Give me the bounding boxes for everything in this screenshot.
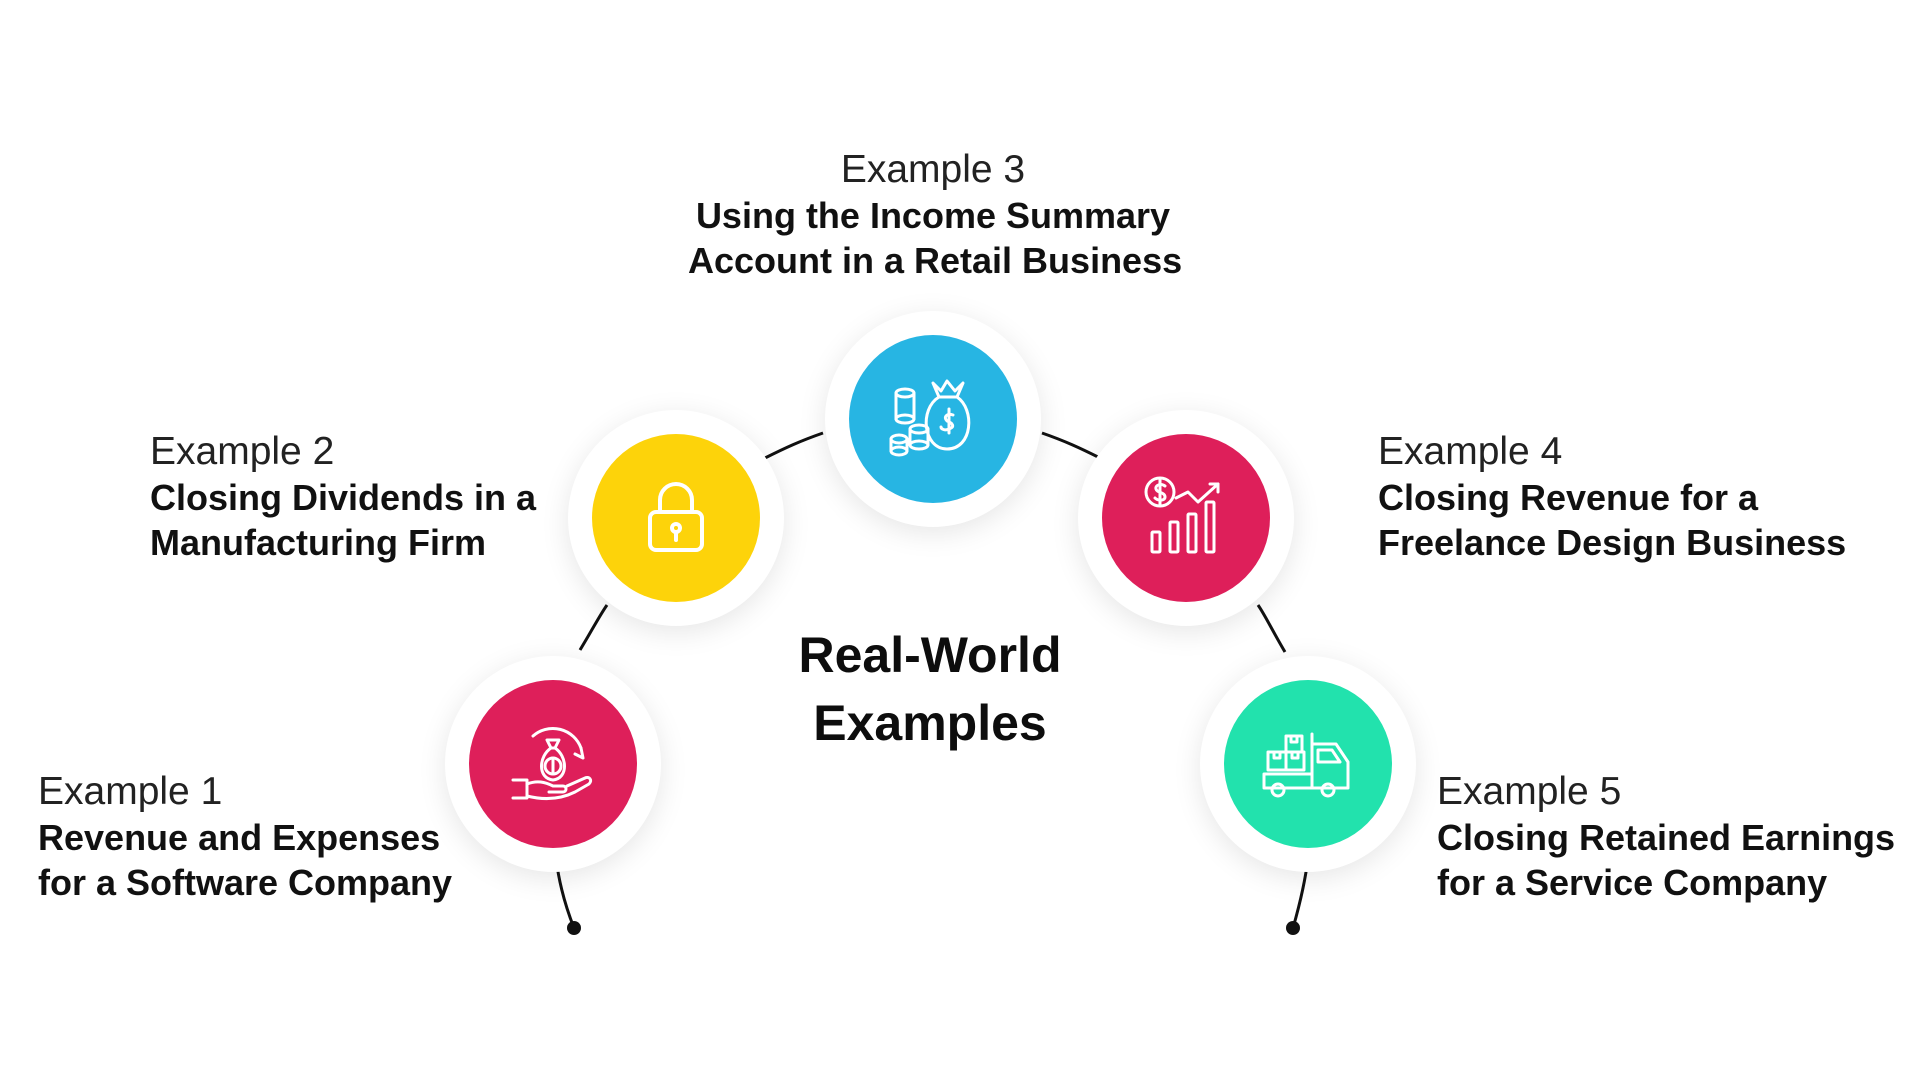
example-5-number: Example 5: [1437, 770, 1622, 813]
example-2-number: Example 2: [150, 430, 335, 473]
example-5-disc: [1224, 680, 1392, 848]
example-4-node: [1078, 410, 1294, 626]
center-title: Real-World Examples: [760, 622, 1100, 757]
example-2-title-line1: Closing Dividends in a: [150, 477, 537, 519]
example-3-number: Example 3: [840, 148, 1026, 191]
example-1-node: [445, 656, 661, 872]
money-bag-hand-icon: [511, 726, 593, 801]
example-1-title-line1: Revenue and Expenses: [38, 817, 441, 859]
example-2-disc: [592, 434, 760, 602]
growth-chart-icon: [1144, 476, 1220, 554]
center-title-line1: Real-World: [798, 627, 1062, 683]
arc-segment-2: [578, 604, 609, 651]
example-3-title-line1: Using the Income Summary: [695, 195, 1171, 237]
arc-segment-5: [1256, 604, 1287, 653]
example-4-label: Example 4 Closing Revenue for a Freelanc…: [1378, 428, 1846, 566]
example-2-node: [568, 410, 784, 626]
example-1-number: Example 1: [38, 770, 223, 813]
example-2-label: Example 2 Closing Dividends in a Manufac…: [150, 428, 536, 566]
delivery-truck-icon: [1262, 732, 1350, 798]
example-3-node: [825, 311, 1041, 527]
example-5-node: [1200, 656, 1416, 872]
arc-segment-3: [764, 431, 824, 460]
coins-money-bag-icon: [889, 379, 971, 457]
arc-end-dot-right: [1286, 921, 1300, 935]
example-4-title-line1: Closing Revenue for a: [1378, 477, 1759, 519]
example-1-label: Example 1 Revenue and Expenses for a Sof…: [38, 768, 452, 906]
center-title-line2: Examples: [813, 694, 1047, 751]
example-5-title-line2: for a Service Company: [1437, 861, 1828, 903]
example-1-disc: [469, 680, 637, 848]
arc-segment-4: [1041, 431, 1101, 460]
example-3-label: Example 3 Using the Income Summary Accou…: [688, 146, 1183, 284]
example-2-title-line2: Manufacturing Firm: [150, 521, 487, 563]
padlock-icon: [648, 482, 704, 552]
example-5-label: Example 5 Closing Retained Earnings for …: [1437, 768, 1895, 906]
example-4-number: Example 4: [1378, 430, 1563, 473]
example-4-title-line2: Freelance Design Business: [1378, 521, 1847, 563]
arc-end-dot-left: [567, 921, 581, 935]
example-5-title-line1: Closing Retained Earnings: [1437, 817, 1896, 859]
example-4-disc: [1102, 434, 1270, 602]
example-3-title-line2: Account in a Retail Business: [688, 239, 1183, 281]
example-1-title-line2: for a Software Company: [38, 861, 453, 903]
example-3-disc: [849, 335, 1017, 503]
